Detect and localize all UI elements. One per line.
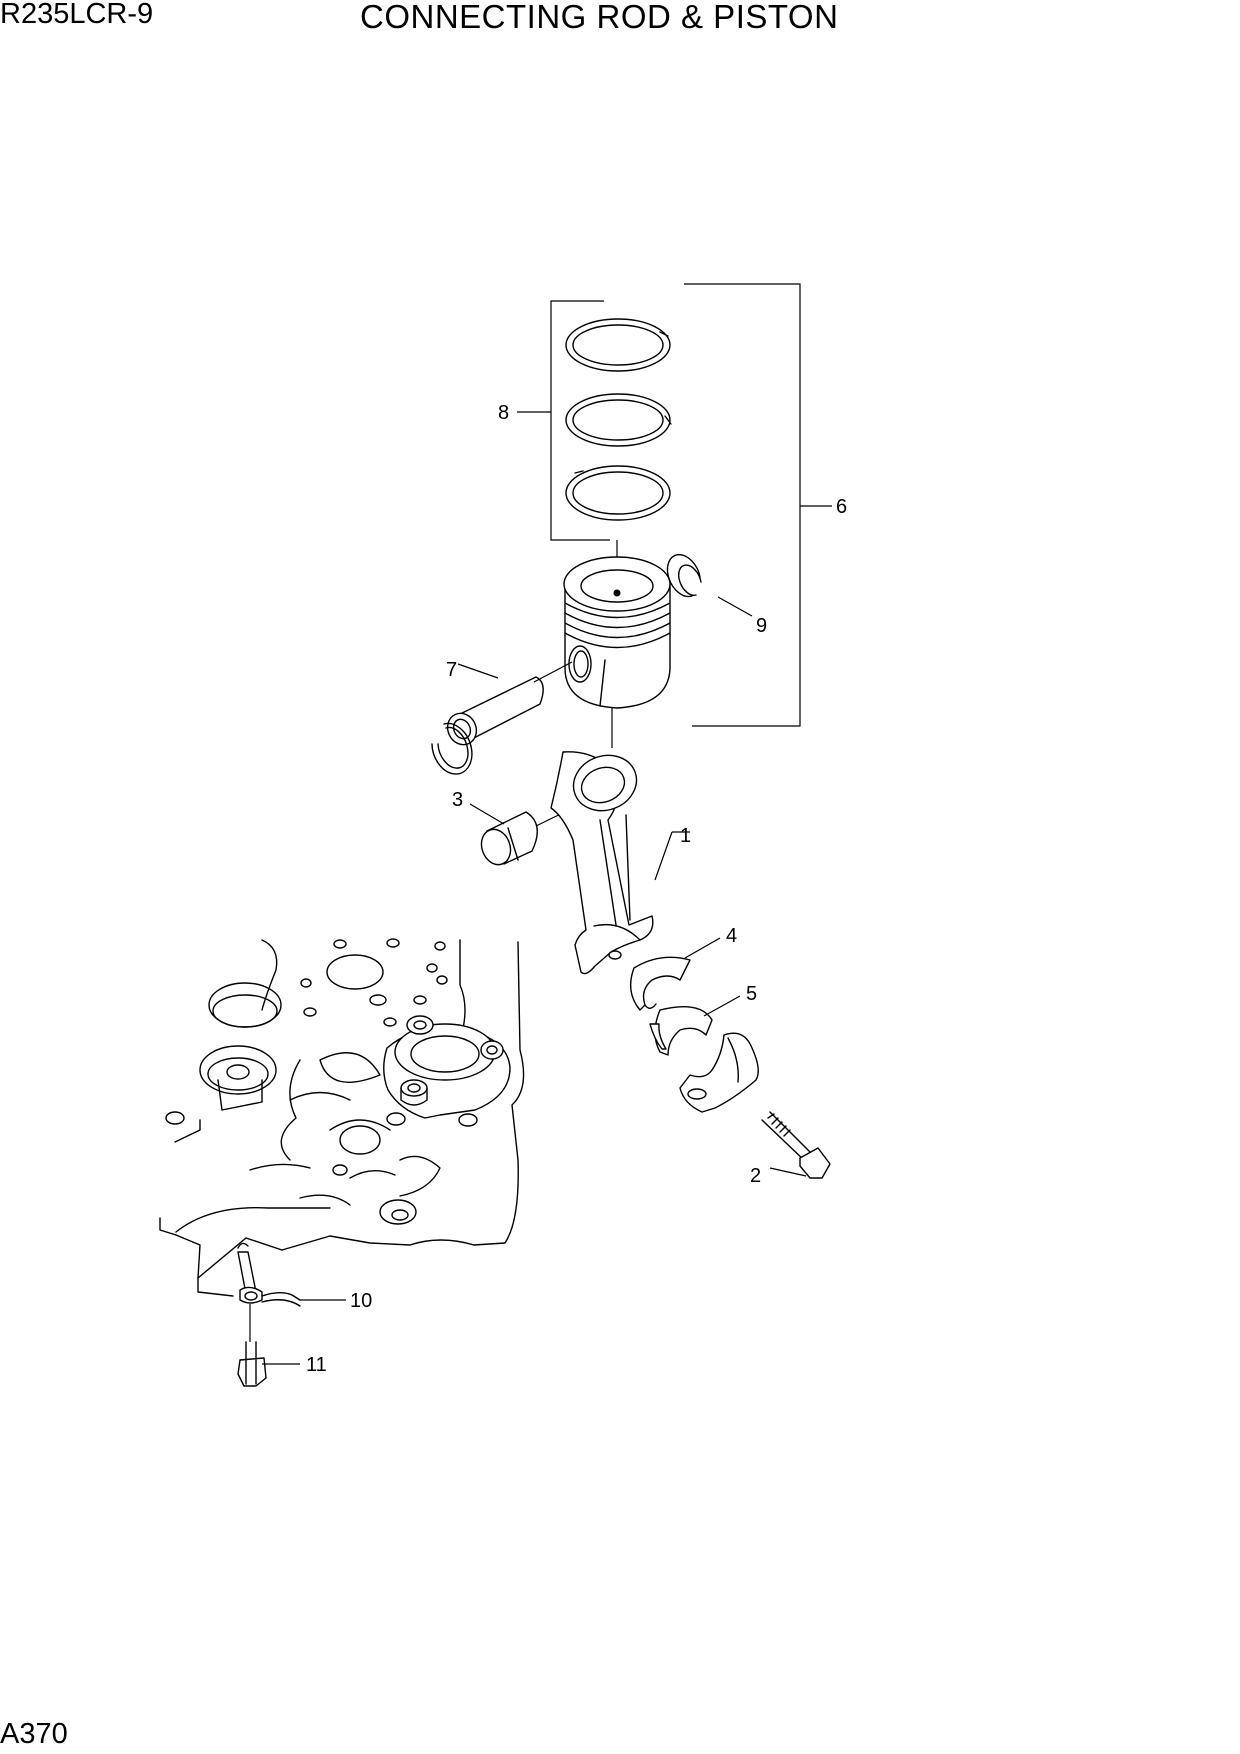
- callout-5: 5: [746, 983, 757, 1005]
- rod-bushing: [469, 803, 578, 866]
- model-number: R235LCR-9: [0, 0, 154, 30]
- bracket-item-8: [517, 300, 610, 541]
- piston-ring-middle: [565, 393, 672, 447]
- snap-ring-left: [431, 722, 473, 775]
- cylinder-block: [159, 938, 525, 1297]
- callout-11: 11: [306, 1354, 327, 1376]
- callout-7: 7: [446, 659, 457, 681]
- piston-ring-top: [565, 318, 671, 372]
- piston: [563, 556, 671, 748]
- oil-jet-bolt: [237, 1341, 300, 1387]
- snap-ring-right: [666, 554, 753, 617]
- rod-cap: [679, 1032, 759, 1113]
- piston-ring-oil: [565, 465, 671, 521]
- bearing-upper: [629, 937, 721, 1011]
- page-title: CONNECTING ROD & PISTON: [360, 0, 839, 35]
- callout-10: 10: [350, 1290, 372, 1312]
- callout-4: 4: [726, 925, 737, 947]
- oil-jet-nozzle: [237, 1242, 346, 1342]
- callout-1: 1: [680, 825, 691, 847]
- callout-6: 6: [836, 496, 847, 518]
- piston-ring-set: [565, 318, 672, 592]
- callout-9: 9: [756, 615, 767, 637]
- rod-bolt: [761, 1111, 831, 1179]
- callout-3: 3: [452, 789, 463, 811]
- bracket-item-6: [684, 283, 832, 727]
- connecting-rod: [550, 751, 690, 975]
- bearing-lower: [649, 995, 741, 1056]
- page-code: A370: [0, 1718, 68, 1750]
- callout-8: 8: [498, 402, 509, 424]
- callout-2: 2: [750, 1165, 761, 1187]
